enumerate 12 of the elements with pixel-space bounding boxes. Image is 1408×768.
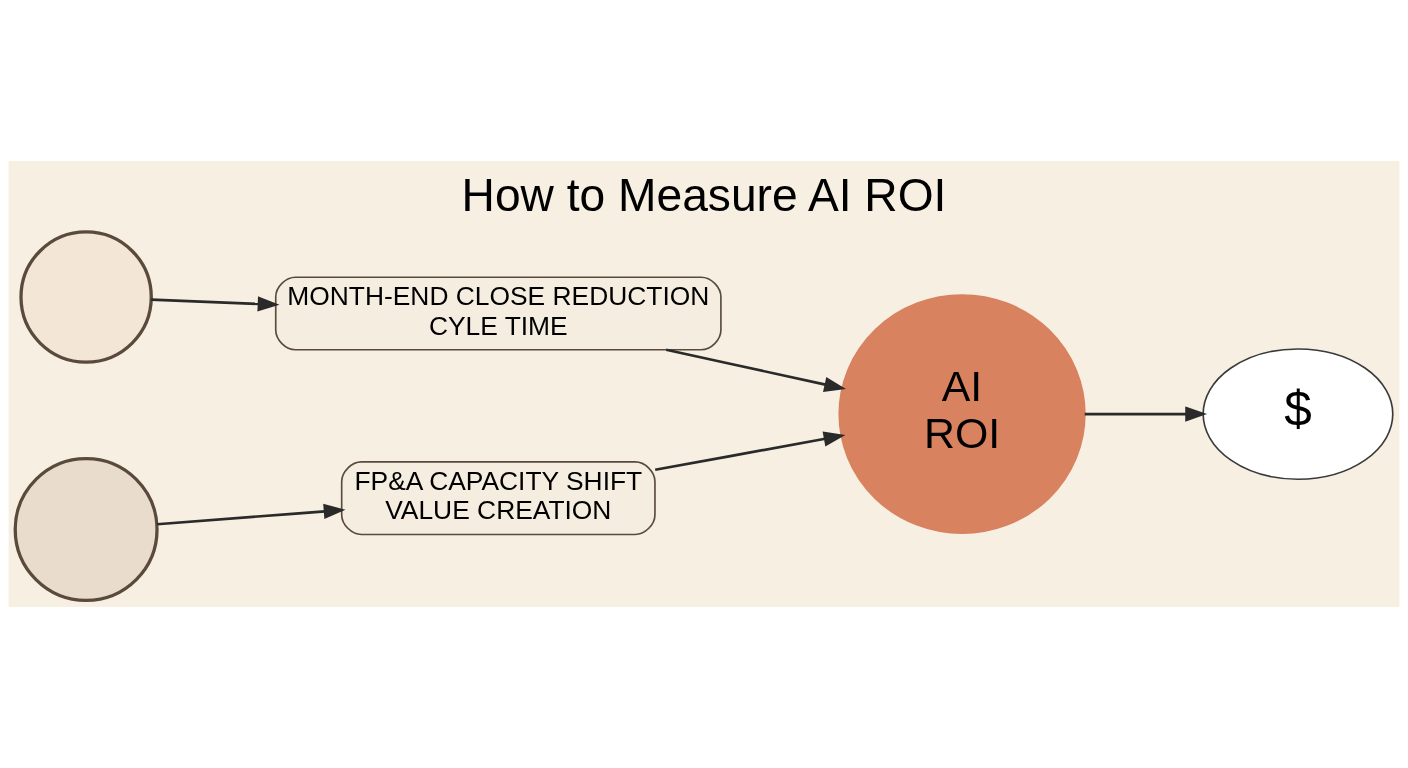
arrow — [654, 431, 846, 472]
node-ellipse: $ — [1202, 348, 1394, 481]
diagram-title: How to Measure AI ROI — [461, 169, 947, 222]
node-circle — [13, 456, 159, 603]
node-box: MONTH-END CLOSE REDUCTION CYLE TIME — [274, 276, 722, 351]
arrow — [1084, 406, 1208, 422]
node-circle: AI ROI — [838, 294, 1086, 535]
node-box: FP&A CAPACITY SHIFT VALUE CREATION — [340, 461, 656, 536]
node-circle — [19, 230, 153, 364]
arrow — [157, 503, 346, 526]
arrow — [151, 296, 280, 312]
arrow — [665, 348, 846, 392]
